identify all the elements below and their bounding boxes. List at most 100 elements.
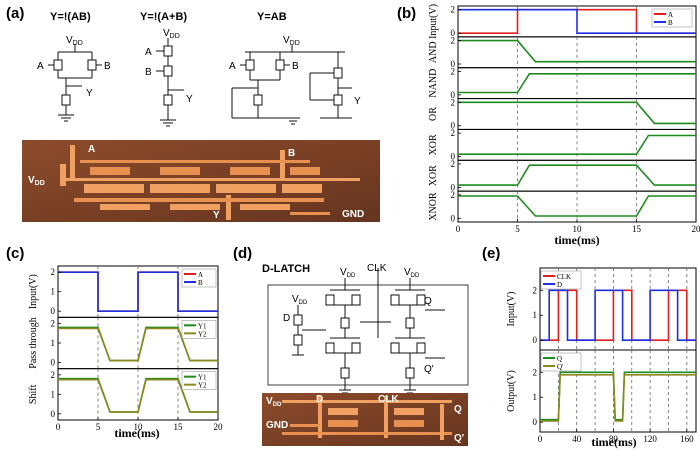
- panel-c-legend-label: B: [198, 279, 203, 287]
- panel-e-series-line: [540, 371, 696, 421]
- panel-b-ytick-label: 0: [451, 152, 456, 162]
- panel-c-ytick-label: 2: [51, 267, 56, 277]
- panel-c-ytick-label: 0: [51, 306, 56, 316]
- panel-b-ytick-label: 2: [451, 66, 456, 76]
- panel-e-xtick-label: 40: [572, 434, 582, 444]
- chip-d-pin-gnd: GND: [266, 420, 288, 431]
- panel-c-ytick-label: 1: [51, 338, 56, 348]
- panel-b-series-line: [458, 164, 696, 186]
- panel-a-title-and: Y=AB: [257, 11, 287, 23]
- panel-e-legend-label: Q': [557, 363, 563, 371]
- chip-d-pin-clk: CLK: [378, 394, 399, 405]
- panel-e-ytick-label: 1: [533, 392, 538, 402]
- and-schematic: [231, 45, 352, 125]
- panel-b-xtick-label: 5: [515, 224, 520, 234]
- panel-c-ytick-label: 2: [51, 370, 56, 380]
- nor-output-y: Y: [186, 94, 193, 105]
- panel-b-ytick-label: 0: [451, 59, 456, 69]
- panel-e-legend-label: D: [557, 281, 562, 289]
- dlatch-vdd-1: VDD: [340, 267, 356, 279]
- panel-c-series-line: [58, 327, 218, 362]
- panel-b-row-label: XOR: [428, 134, 439, 155]
- panel-e-xtick-label: 160: [680, 434, 694, 444]
- nand-output-y: Y: [86, 88, 93, 99]
- panel-c-xtick-label: 20: [214, 422, 224, 432]
- panel-b-ytick-label: 2: [451, 97, 456, 107]
- chip-d-pin-vdd: VDD: [266, 396, 282, 408]
- panel-b-series-line: [458, 39, 696, 63]
- panel-b-ytick-label: 2: [451, 190, 456, 200]
- panel-e-xtick-label: 0: [538, 434, 543, 444]
- panel-b-ytick-label: 0: [451, 90, 456, 100]
- panel-b-xtick-label: 15: [632, 224, 642, 234]
- and-input-b: B: [292, 61, 299, 72]
- nand-input-b: B: [104, 61, 111, 72]
- dlatch-d-label: D: [283, 313, 290, 324]
- panel-c-row-label: Shift: [28, 384, 39, 404]
- panel-e-ytick-label: 1: [533, 310, 538, 320]
- panel-c-ytick-label: 1: [51, 287, 56, 297]
- chip-d-pin-q: Q: [454, 404, 462, 415]
- panel-d-label: (d): [233, 245, 252, 262]
- panel-c-xtick-label: 0: [56, 422, 61, 432]
- panel-b-ytick-label: 2: [451, 36, 456, 46]
- panel-c-series-line: [58, 271, 218, 312]
- panel-c-xtick-label: 15: [174, 422, 184, 432]
- panel-b-ytick-label: 2: [451, 5, 456, 15]
- panel-b-ytick-label: 0: [451, 28, 456, 38]
- panel-e-row-label: Input(V): [506, 292, 517, 327]
- panel-e-row-frame: [539, 349, 697, 433]
- panel-c-label: (c): [6, 245, 24, 262]
- panel-b-xtick-label: 0: [456, 224, 461, 234]
- panel-a-title-nand: Y=!(AB): [50, 11, 91, 23]
- panel-c-series-line: [58, 378, 218, 413]
- chip-a-pin-b: B: [288, 148, 295, 159]
- panel-e-label: (e): [482, 245, 500, 262]
- panel-b-series-line: [458, 195, 696, 217]
- panel-b-row-label: AND: [428, 41, 439, 63]
- dlatch-qb-label: Q': [424, 364, 434, 375]
- panel-e-ytick-label: 2: [533, 367, 538, 377]
- panel-b-ytick-label: 0: [451, 182, 456, 192]
- panel-c-ytick-label: 2: [51, 318, 56, 328]
- panel-b-row-label: OR: [428, 107, 439, 121]
- panel-e-row-label: Output(V): [506, 370, 517, 412]
- panel-c-ytick-label: 0: [51, 409, 56, 419]
- nor-vdd-label: VDD: [163, 28, 180, 40]
- panel-a-chip-micrograph: [22, 140, 380, 222]
- and-vdd-label: VDD: [283, 35, 300, 47]
- panel-c-ytick-label: 1: [51, 389, 56, 399]
- panel-e-ytick-label: 0: [533, 417, 538, 427]
- panel-e-series-line: [540, 374, 696, 422]
- panel-b-series-line: [458, 73, 696, 94]
- panel-e-series-line: [540, 289, 696, 341]
- dlatch-vdd-2: VDD: [404, 267, 420, 279]
- panel-d-chip-micrograph: [262, 393, 468, 446]
- panel-b-ytick-label: 2: [451, 128, 456, 138]
- chip-d-pin-qb: Q': [454, 433, 464, 444]
- panel-d-title: D-LATCH: [262, 263, 310, 275]
- panel-b-xtick-label: 20: [692, 224, 700, 234]
- panel-b-ytick-label: 0: [451, 121, 456, 131]
- dlatch-clk-label: CLK: [367, 263, 387, 274]
- panel-b-series-line: [458, 101, 696, 125]
- panel-b-xlabel: time(ms): [554, 233, 599, 247]
- panel-b-series-line: [458, 134, 696, 155]
- panel-b-row-label: XOR: [428, 165, 439, 186]
- panel-c-xtick-label: 5: [96, 422, 101, 432]
- panel-c-legend-label: Y2: [198, 382, 207, 390]
- chip-a-pin-gnd: GND: [342, 209, 364, 220]
- panel-c-row-label: Input(V): [28, 274, 39, 309]
- panel-b-ytick-label: 2: [451, 159, 456, 169]
- chip-a-pin-y: Y: [213, 210, 220, 221]
- nor-input-b: B: [145, 67, 152, 78]
- dlatch-schematic: [267, 268, 469, 394]
- panel-b: (b) 20Input(V)AB20AND20NAND20OR20XOR20XO…: [397, 4, 700, 247]
- nand-schematic: [48, 44, 102, 122]
- panel-d: (d) D-LATCH: [233, 245, 469, 446]
- panel-c-legend-label: A: [198, 271, 203, 279]
- panel-b-row-label: XNOR: [428, 192, 439, 221]
- panel-e-xtick-label: 120: [643, 434, 657, 444]
